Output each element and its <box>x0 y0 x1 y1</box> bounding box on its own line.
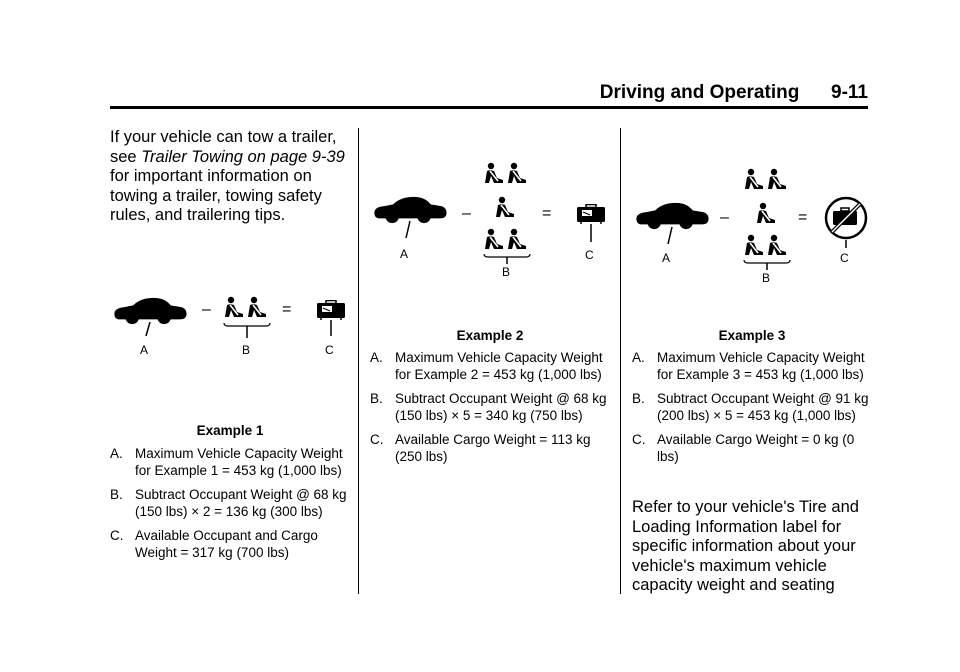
item-text: Maximum Vehicle Capacity Weight for Exam… <box>395 350 603 382</box>
example-3-items: A. Maximum Vehicle Capacity Weight for Ex… <box>632 350 872 473</box>
list-item: A. Maximum Vehicle Capacity Weight for Ex… <box>632 350 872 383</box>
car-icon <box>374 196 447 224</box>
occupant-icon <box>767 234 787 256</box>
intro-text-end: for important information on towing a tr… <box>110 167 322 224</box>
list-item: C. Available Cargo Weight = 0 kg (0 lbs) <box>632 432 872 465</box>
item-label: A. <box>632 350 645 365</box>
minus-sign: – <box>202 301 211 318</box>
column-divider-1 <box>358 128 359 594</box>
item-text: Available Cargo Weight = 0 kg (0 lbs) <box>657 432 855 464</box>
label-c: C <box>840 251 849 265</box>
list-item: A. Maximum Vehicle Capacity Weight for Ex… <box>370 350 610 383</box>
item-label: B. <box>370 391 383 406</box>
item-text: Maximum Vehicle Capacity Weight for Exam… <box>657 350 865 382</box>
intro-text: If your vehicle can tow a trailer, see <box>110 128 337 166</box>
item-text: Subtract Occupant Weight @ 68 kg (150 lb… <box>395 391 607 423</box>
item-label: A. <box>110 446 123 461</box>
occupant-icon <box>744 234 764 256</box>
label-c: C <box>585 248 594 262</box>
running-header: Driving and Operating 9-11 <box>110 82 868 106</box>
example-1-caption: Example 1 <box>196 423 264 438</box>
label-a: A <box>400 247 408 261</box>
item-label: C. <box>370 432 384 447</box>
list-item: A. Maximum Vehicle Capacity Weight for Ex… <box>110 446 350 479</box>
column-divider-2 <box>620 128 621 594</box>
item-label: B. <box>632 391 645 406</box>
example-1-items: A. Maximum Vehicle Capacity Weight for Ex… <box>110 446 350 569</box>
occupant-icon <box>744 168 764 190</box>
header-title: Driving and Operating 9-11 <box>600 82 868 104</box>
occupant-icon <box>507 228 527 250</box>
trailer-towing-link[interactable]: Trailer Towing on page 9-39 <box>141 147 345 166</box>
label-a: A <box>140 343 148 357</box>
equals-sign: = <box>282 301 291 318</box>
example-3-caption: Example 3 <box>718 328 786 343</box>
example-3-illustration: A – B = C <box>636 168 868 285</box>
example-2-illustration: A – B = C <box>374 162 606 279</box>
occupant-icon <box>484 228 504 250</box>
occupant-icon <box>484 162 504 184</box>
minus-sign: – <box>462 205 471 222</box>
item-text: Subtract Occupant Weight @ 91 kg (200 lb… <box>657 391 869 423</box>
example-2-caption: Example 2 <box>456 328 524 343</box>
occupant-icon <box>247 296 267 318</box>
item-label: B. <box>110 487 123 502</box>
occupant-icon <box>224 296 244 318</box>
intro-paragraph: If your vehicle can tow a trailer, see T… <box>110 128 350 226</box>
header-rule <box>110 106 868 109</box>
item-text: Subtract Occupant Weight @ 68 kg (150 lb… <box>135 487 347 519</box>
car-icon <box>636 202 709 230</box>
cargo-icon <box>576 204 606 224</box>
label-c: C <box>325 343 334 357</box>
label-a: A <box>662 251 670 265</box>
list-item: B. Subtract Occupant Weight @ 91 kg (200 … <box>632 391 872 424</box>
item-text: Available Occupant and Cargo Weight = 31… <box>135 528 318 560</box>
cargo-icon <box>316 300 346 320</box>
example-1-illustration: A – B = C <box>114 296 346 357</box>
minus-sign: – <box>720 209 729 226</box>
example-2-items: A. Maximum Vehicle Capacity Weight for Ex… <box>370 350 610 473</box>
list-item: C. Available Occupant and Cargo Weight = … <box>110 528 350 561</box>
item-text: Maximum Vehicle Capacity Weight for Exam… <box>135 446 343 478</box>
section-title: Driving and Operating <box>599 82 800 103</box>
list-item: B. Subtract Occupant Weight @ 68 kg (150 … <box>110 487 350 520</box>
refer-paragraph: Refer to your vehicle's Tire and Loading… <box>632 498 859 594</box>
item-text: Available Cargo Weight = 113 kg (250 lbs… <box>395 432 591 464</box>
item-label: A. <box>370 350 383 365</box>
list-item: B. Subtract Occupant Weight @ 68 kg (150 … <box>370 391 610 424</box>
no-cargo-icon <box>824 196 868 240</box>
label-b: B <box>762 271 770 285</box>
occupant-icon <box>495 196 515 218</box>
item-label: C. <box>110 528 124 543</box>
equals-sign: = <box>798 209 807 226</box>
page-number: 9-11 <box>831 82 868 103</box>
label-b: B <box>242 343 250 357</box>
label-b: B <box>502 265 510 279</box>
equals-sign: = <box>542 205 551 222</box>
occupant-icon <box>507 162 527 184</box>
item-label: C. <box>632 432 646 447</box>
list-item: C. Available Cargo Weight = 113 kg (250 l… <box>370 432 610 465</box>
car-icon <box>114 297 187 325</box>
occupant-icon <box>767 168 787 190</box>
occupant-icon <box>756 202 776 224</box>
